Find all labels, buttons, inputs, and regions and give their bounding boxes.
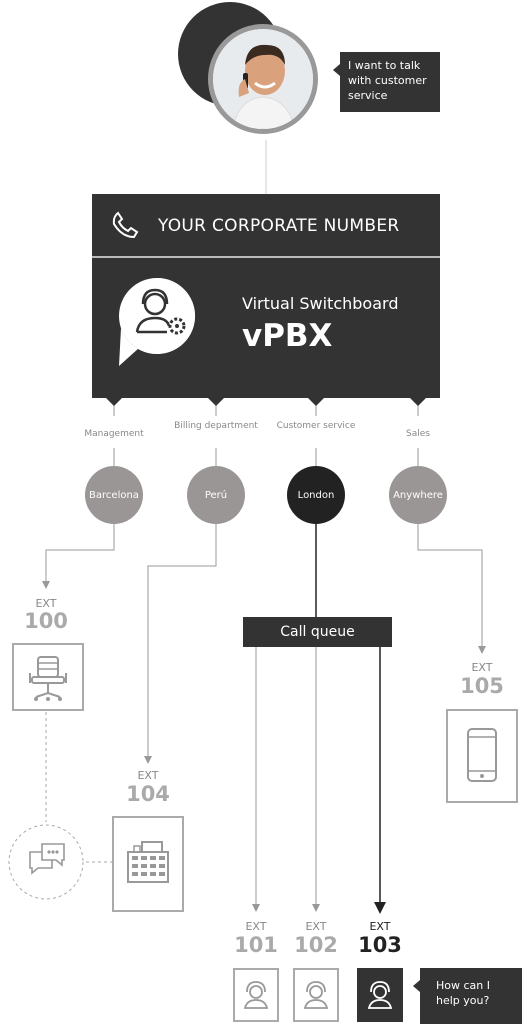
ext-104-box xyxy=(112,816,184,912)
vpbx-title: vPBX xyxy=(242,318,333,354)
ext-102-box xyxy=(293,968,339,1022)
dept-sales: Sales xyxy=(406,429,430,439)
office-chair-icon xyxy=(29,656,67,701)
ext-103-number: 103 xyxy=(358,933,402,957)
phone-icon xyxy=(112,211,139,239)
ext-104-number: 104 xyxy=(126,782,170,806)
ext-101-box xyxy=(233,968,279,1022)
caller-speech-bubble: I want to talk with customer service xyxy=(333,52,440,112)
corporate-number-bar: YOUR CORPORATE NUMBER xyxy=(92,194,440,258)
ext-100-number: 100 xyxy=(24,609,68,633)
city-anywhere: Anywhere xyxy=(389,466,447,524)
ext-102-label: EXT xyxy=(305,920,327,933)
operator-headset-icon xyxy=(119,277,196,366)
ext-100-label: EXT xyxy=(35,597,57,610)
chat-icon xyxy=(29,843,65,875)
route-barcelona xyxy=(42,524,115,589)
agent-headset-icon xyxy=(367,981,393,1009)
notch-customer xyxy=(308,398,324,406)
notch-billing xyxy=(208,398,224,406)
ext-101-number: 101 xyxy=(234,933,278,957)
ext-103-label: EXT xyxy=(369,920,391,933)
ext-103-box xyxy=(357,968,403,1022)
route-anywhere xyxy=(417,524,486,654)
notch-sales xyxy=(410,398,426,406)
ext-102-number: 102 xyxy=(294,933,338,957)
agent-headset-icon xyxy=(303,981,329,1009)
ext-105-label: EXT xyxy=(471,661,493,674)
ext-101-label: EXT xyxy=(245,920,267,933)
ext-105-box xyxy=(446,709,518,803)
dept-customer-service: Customer service xyxy=(276,421,356,431)
city-london: London xyxy=(287,466,345,524)
ext-104-label: EXT xyxy=(137,769,159,782)
corporate-number-label: YOUR CORPORATE NUMBER xyxy=(158,216,400,236)
agent-speech-bubble: How can I help you? xyxy=(413,968,522,1024)
agent-speech-text: How can I help you? xyxy=(436,979,490,1007)
caller-photo xyxy=(208,24,318,134)
notch-management xyxy=(106,398,122,406)
mobile-phone-icon xyxy=(467,728,497,782)
route-peru xyxy=(144,524,217,764)
city-barcelona: Barcelona xyxy=(85,466,143,524)
vpbx-panel: Virtual Switchboard vPBX xyxy=(92,258,440,398)
agent-headset-icon xyxy=(243,981,269,1009)
dept-billing: Billing department xyxy=(174,421,258,431)
city-peru: Perú xyxy=(187,466,245,524)
vpbx-subtitle: Virtual Switchboard xyxy=(242,294,399,313)
call-queue: Call queue xyxy=(243,617,392,647)
caller-speech-text: I want to talk with customer service xyxy=(348,59,427,102)
dept-management: Management xyxy=(84,429,144,439)
ext-100-box xyxy=(12,643,84,711)
cash-register-icon xyxy=(127,841,169,883)
ext-105-number: 105 xyxy=(460,674,504,698)
call-queue-label: Call queue xyxy=(280,624,355,640)
